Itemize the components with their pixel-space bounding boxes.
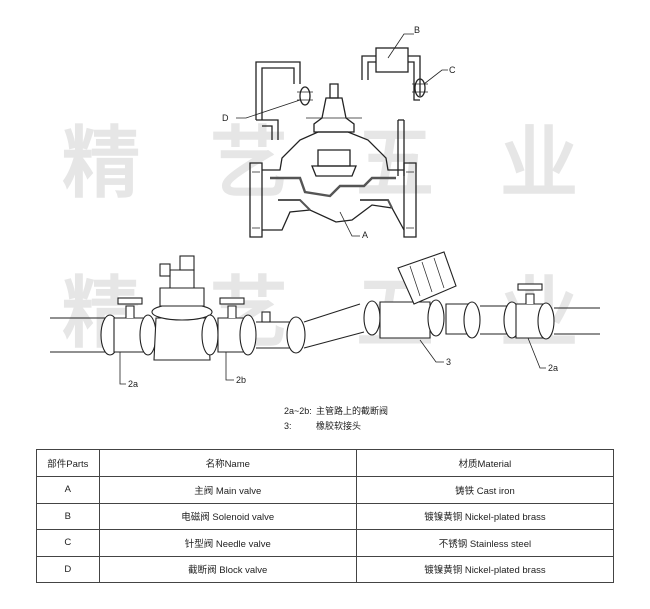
label-b: B bbox=[414, 25, 420, 35]
legend-notes: 2a~2b: 主管路上的截断阀 3: 橡胶软接头 bbox=[284, 404, 388, 434]
table-row: C 针型阀 Needle valve 不锈钢 Stainless steel bbox=[36, 529, 615, 557]
right-flange bbox=[403, 162, 417, 238]
valve-drawing: 精 艺 五 业 精 艺 五 业 bbox=[50, 25, 600, 389]
leader-a bbox=[339, 211, 360, 237]
main-valve-section bbox=[236, 33, 448, 238]
cell-name: 针型阀 Needle valve bbox=[98, 529, 357, 557]
note-row: 3: 橡胶软接头 bbox=[284, 419, 388, 434]
cell-material: 铸铁 Cast iron bbox=[355, 476, 615, 504]
note-key: 2a~2b: bbox=[284, 406, 312, 416]
note-row: 2a~2b: 主管路上的截断阀 bbox=[284, 404, 388, 419]
cell-material: 不锈钢 Stainless steel bbox=[355, 529, 615, 557]
cell-part: A bbox=[36, 476, 100, 504]
watermark-char-4: 业 bbox=[500, 118, 578, 209]
block-valve-d bbox=[299, 86, 311, 106]
label-2a-left: 2a bbox=[128, 379, 138, 389]
angled-pipe bbox=[303, 303, 365, 349]
cell-part: D bbox=[36, 555, 100, 583]
note-text: 橡胶软接头 bbox=[316, 421, 362, 431]
leader-2a-right bbox=[527, 337, 546, 369]
leader-b bbox=[387, 33, 414, 59]
cover bbox=[313, 97, 355, 133]
main-valve-actuator bbox=[159, 287, 205, 307]
valve-disk bbox=[317, 149, 351, 167]
leader-2b bbox=[225, 352, 234, 381]
header-parts: 部件Parts bbox=[36, 449, 100, 477]
parts-table: 部件Parts 名称Name 材质Material A 主阀 Main valv… bbox=[36, 449, 615, 583]
left-flange bbox=[249, 162, 263, 238]
header-name: 名称Name bbox=[98, 449, 357, 477]
needle-valve-c bbox=[414, 78, 426, 98]
label-2a-right: 2a bbox=[548, 363, 558, 373]
watermark-char-1: 精 bbox=[62, 118, 140, 209]
label-2b: 2b bbox=[236, 375, 246, 385]
watermark-char-3: 五 bbox=[356, 118, 434, 209]
cell-name: 截断阀 Block valve bbox=[98, 555, 357, 583]
cell-name: 主阀 Main valve bbox=[98, 476, 357, 504]
cell-part: C bbox=[36, 529, 100, 557]
leader-3 bbox=[419, 339, 444, 363]
table-header-row: 部件Parts 名称Name 材质Material bbox=[36, 449, 615, 477]
rubber-joint-3 bbox=[379, 301, 431, 339]
table-row: A 主阀 Main valve 铸铁 Cast iron bbox=[36, 476, 615, 504]
watermark-char-2: 艺 bbox=[210, 118, 288, 209]
outlet-pipe bbox=[554, 307, 600, 335]
table-row: D 截断阀 Block valve 镀镍黄铜 Nickel-plated bra… bbox=[36, 555, 615, 583]
label-c: C bbox=[449, 65, 456, 75]
label-d: D bbox=[222, 113, 229, 123]
inner-wall bbox=[270, 176, 396, 198]
cell-name: 电磁阀 Solenoid valve bbox=[98, 502, 357, 530]
leader-2a-left bbox=[119, 352, 126, 385]
right-pilot-tube bbox=[367, 61, 376, 80]
inlet-pipe bbox=[50, 317, 108, 353]
piping-assembly bbox=[50, 251, 600, 385]
cell-material: 镀镍黄铜 Nickel-plated brass bbox=[355, 555, 615, 583]
note-text: 主管路上的截断阀 bbox=[316, 406, 389, 416]
left-pilot-tube bbox=[255, 61, 301, 120]
cell-material: 镀镍黄铜 Nickel-plated brass bbox=[355, 502, 615, 530]
cell-part: B bbox=[36, 502, 100, 530]
table-row: B 电磁阀 Solenoid valve 镀镍黄铜 Nickel-plated … bbox=[36, 502, 615, 530]
watermark: 精 艺 五 业 精 艺 五 业 bbox=[62, 118, 578, 359]
leader-c bbox=[423, 69, 448, 85]
stem-top bbox=[329, 83, 339, 99]
note-key: 3: bbox=[284, 421, 292, 431]
leader-d bbox=[236, 99, 301, 119]
header-material: 材质Material bbox=[355, 449, 615, 477]
label-3: 3 bbox=[446, 357, 451, 367]
solenoid-valve-b bbox=[375, 47, 409, 73]
body-bottom bbox=[262, 204, 405, 231]
label-a: A bbox=[362, 230, 368, 240]
